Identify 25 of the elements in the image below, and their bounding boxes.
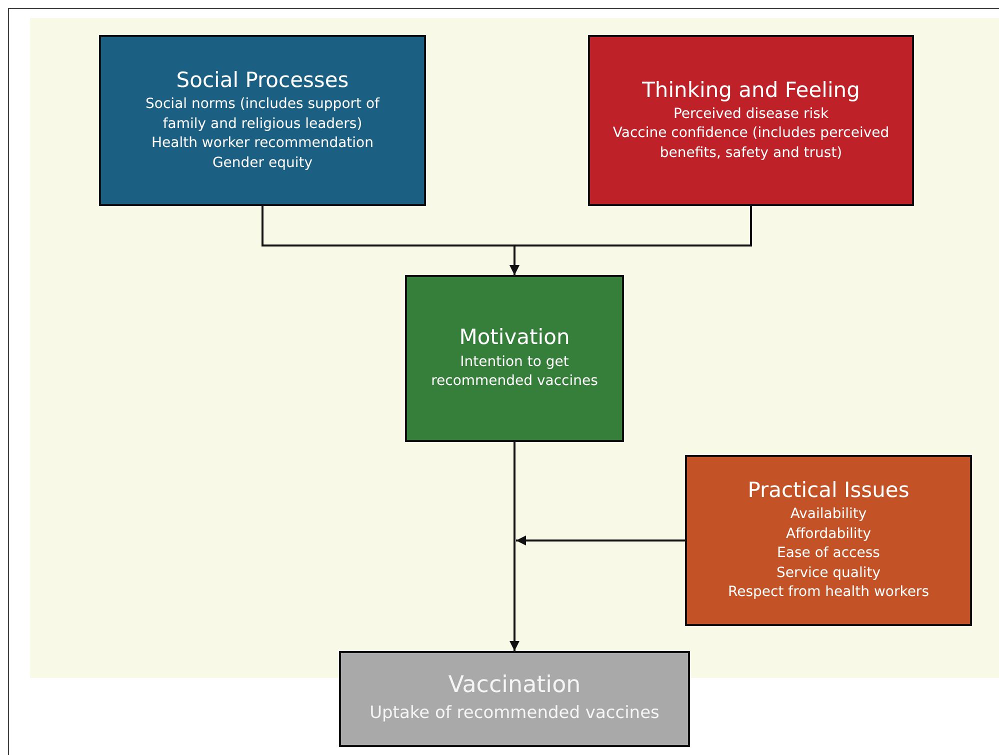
process-box	[339, 651, 690, 747]
box-text: Service quality	[776, 564, 881, 583]
process-box	[588, 35, 914, 206]
box-text: Respect from health workers	[728, 583, 929, 602]
arrow	[516, 536, 685, 546]
box-text: Intention to get recommended vaccines	[430, 352, 599, 392]
box-text: Affordability	[786, 524, 872, 544]
box-text: Uptake of recommended vaccines	[370, 702, 660, 725]
box-heading: Practical Issues	[748, 478, 910, 504]
box-heading: Thinking and Feeling	[642, 78, 860, 103]
box-text: Perceived disease risk	[673, 104, 829, 124]
arrow	[510, 442, 520, 651]
box-text: Vaccine confidence (includes perceived benefits, safety and trust)	[612, 124, 890, 163]
box-heading: Vaccination	[448, 672, 581, 700]
box-text: Availability	[790, 505, 867, 524]
box-text: Ease of access	[777, 544, 880, 564]
process-box	[99, 35, 426, 206]
process-box	[685, 455, 972, 626]
box-heading: Social Processes	[176, 68, 349, 93]
box-text: Health worker recommendation	[152, 134, 374, 154]
box-text: Social norms (includes support of family and religious leaders)	[144, 94, 381, 134]
box-text: Gender equity	[212, 154, 313, 173]
process-box	[405, 275, 624, 442]
arrow	[510, 206, 752, 275]
box-heading: Motivation	[459, 325, 570, 350]
